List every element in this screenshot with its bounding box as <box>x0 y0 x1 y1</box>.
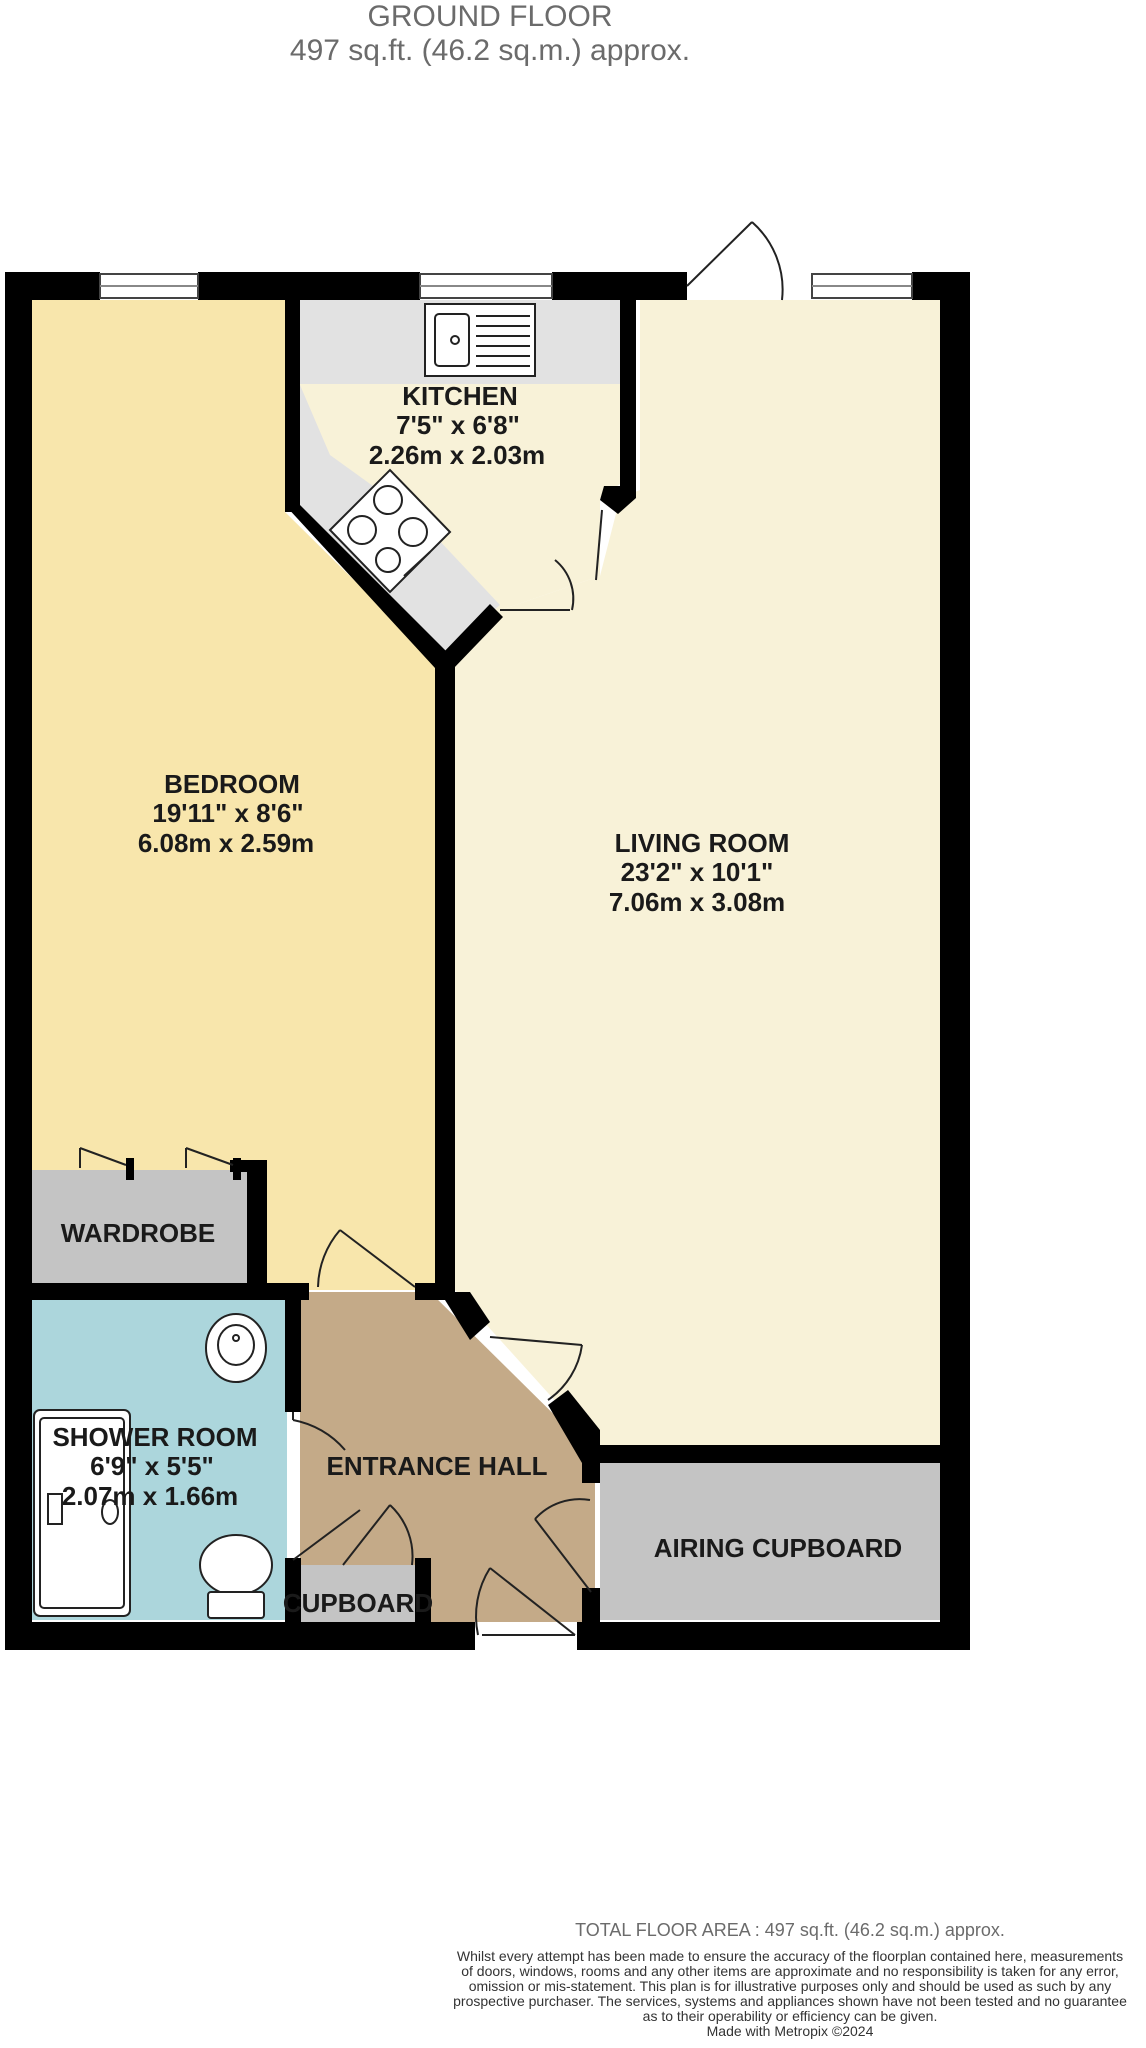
disclaimer-line: Whilst every attempt has been made to en… <box>456 1948 1124 1964</box>
toilet <box>199 1534 273 1619</box>
kitchen-sink <box>424 303 536 377</box>
kitchen-hob <box>328 468 452 594</box>
kitchen-label: KITCHEN 7'5" x 6'8" 2.26m x 2.03m <box>369 381 545 470</box>
living-room-floor <box>455 300 940 1445</box>
kitchen-metric: 2.26m x 2.03m <box>369 440 545 470</box>
floor-title: GROUND FLOOR <box>367 0 613 33</box>
walls <box>5 272 970 1650</box>
kitchen-imperial: 7'5" x 6'8" <box>396 410 520 440</box>
living-room-label: LIVING ROOM 23'2" x 10'1" 7.06m x 3.08m <box>609 828 790 917</box>
total-floor-area: TOTAL FLOOR AREA : 497 sq.ft. (46.2 sq.m… <box>575 1920 1005 1940</box>
living-room-name: LIVING ROOM <box>615 828 790 858</box>
wardrobe-floor <box>32 1170 247 1283</box>
disclaimer-line: of doors, windows, rooms and any other i… <box>461 1963 1119 1979</box>
floor-plan: KITCHEN 7'5" x 6'8" 2.26m x 2.03m BEDROO… <box>5 221 970 1650</box>
entrance-hall-name: ENTRANCE HALL <box>327 1451 548 1481</box>
shower-room-name: SHOWER ROOM <box>52 1422 257 1452</box>
bedroom-label: BEDROOM 19'11" x 8'6" 6.08m x 2.59m <box>138 769 314 858</box>
kitchen-name: KITCHEN <box>402 381 518 411</box>
metropix-credit: Made with Metropix ©2024 <box>706 2023 874 2039</box>
living-room-metric: 7.06m x 3.08m <box>609 887 785 917</box>
disclaimer-line: as to their operability or efficiency ca… <box>642 2008 938 2024</box>
disclaimer: Whilst every attempt has been made to en… <box>440 1949 1140 2024</box>
bedroom-metric: 6.08m x 2.59m <box>138 828 314 858</box>
bedroom-floor <box>32 300 435 1290</box>
shower-room-metric: 2.07m x 1.66m <box>62 1481 238 1511</box>
entrance-hall-floor <box>300 1292 595 1622</box>
airing-cupboard-floor <box>600 1463 940 1620</box>
shower-room-imperial: 6'9" x 5'5" <box>90 1451 214 1481</box>
windows <box>99 273 913 299</box>
disclaimer-line: prospective purchaser. The services, sys… <box>453 1993 1127 2009</box>
cupboard-floor <box>300 1565 418 1622</box>
shower-tray <box>33 1409 131 1617</box>
disclaimer-line: omission or mis-statement. This plan is … <box>468 1978 1112 1994</box>
doors <box>79 221 784 1636</box>
cupboard-name: CUPBOARD <box>283 1588 433 1618</box>
living-room-imperial: 23'2" x 10'1" <box>621 857 774 887</box>
plan-header: GROUND FLOOR 497 sq.ft. (46.2 sq.m.) app… <box>0 0 980 68</box>
plan-footer: TOTAL FLOOR AREA : 497 sq.ft. (46.2 sq.m… <box>440 1920 1140 2039</box>
shower-room-label: SHOWER ROOM 6'9" x 5'5" 2.07m x 1.66m <box>52 1422 257 1511</box>
bedroom-imperial: 19'11" x 8'6" <box>152 798 303 828</box>
wash-basin <box>205 1313 267 1383</box>
wardrobe-name: WARDROBE <box>61 1218 216 1248</box>
floor-area: 497 sq.ft. (46.2 sq.m.) approx. <box>289 34 691 67</box>
bedroom-name: BEDROOM <box>164 769 300 799</box>
airing-cupboard-name: AIRING CUPBOARD <box>654 1533 902 1563</box>
